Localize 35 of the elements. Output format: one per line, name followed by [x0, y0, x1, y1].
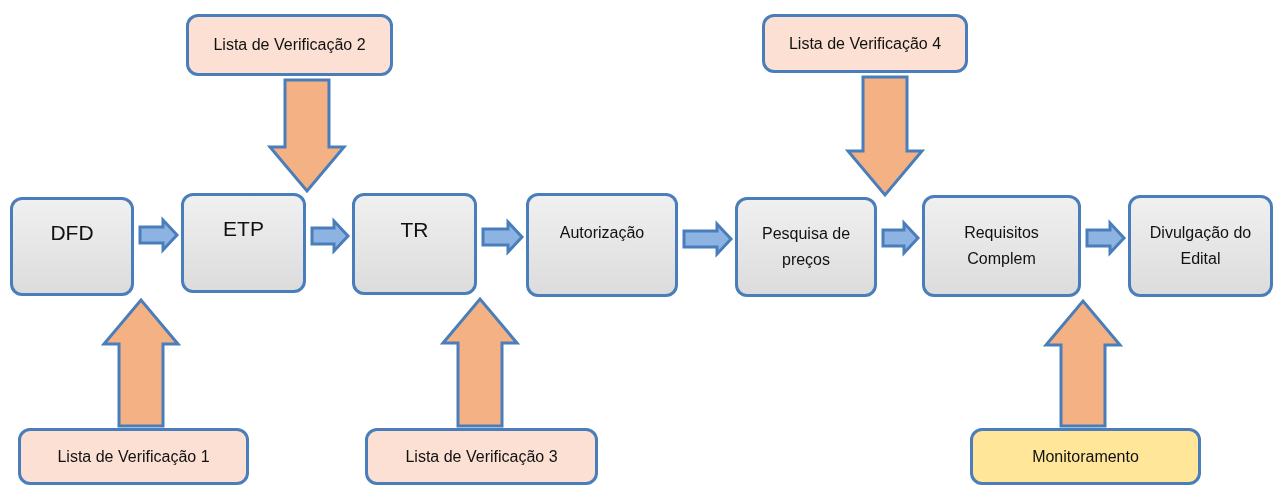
block-arrow [881, 219, 921, 257]
node-label: Lista de Verificação 4 [787, 33, 943, 54]
block-arrow [1085, 219, 1127, 257]
node-label: DFD [49, 219, 95, 246]
node-label: Autorização [558, 223, 646, 244]
input-box [186, 14, 393, 76]
block-arrow [439, 296, 521, 428]
block-arrow [266, 78, 348, 194]
process-box [1128, 195, 1273, 297]
node-label: Lista de Verificação 3 [404, 446, 559, 467]
block-arrow [481, 218, 525, 256]
node-label: Lista de Verificação 1 [56, 446, 211, 467]
process-box [735, 197, 877, 297]
node-label: Requisitos Complem [963, 223, 1040, 269]
node-label: TR [399, 217, 430, 244]
process-box [352, 193, 477, 295]
input-box [18, 428, 249, 485]
node-label: ETP [222, 216, 265, 243]
block-arrow [100, 297, 182, 428]
node-label: Divulgação do Edital [1148, 223, 1253, 269]
block-arrow [1042, 298, 1124, 428]
input-box [970, 428, 1201, 485]
process-box [10, 197, 134, 296]
node-label: Pesquisa de preços [760, 224, 852, 270]
input-box [762, 14, 968, 73]
process-box [922, 195, 1081, 297]
block-arrow [682, 220, 734, 258]
node-label: Lista de Verificação 2 [212, 35, 367, 56]
process-box [181, 193, 306, 293]
node-label: Monitoramento [1031, 446, 1140, 467]
process-box [526, 193, 678, 297]
input-box [365, 428, 598, 485]
block-arrow [844, 75, 926, 198]
block-arrow [310, 217, 351, 255]
block-arrow [138, 216, 180, 254]
